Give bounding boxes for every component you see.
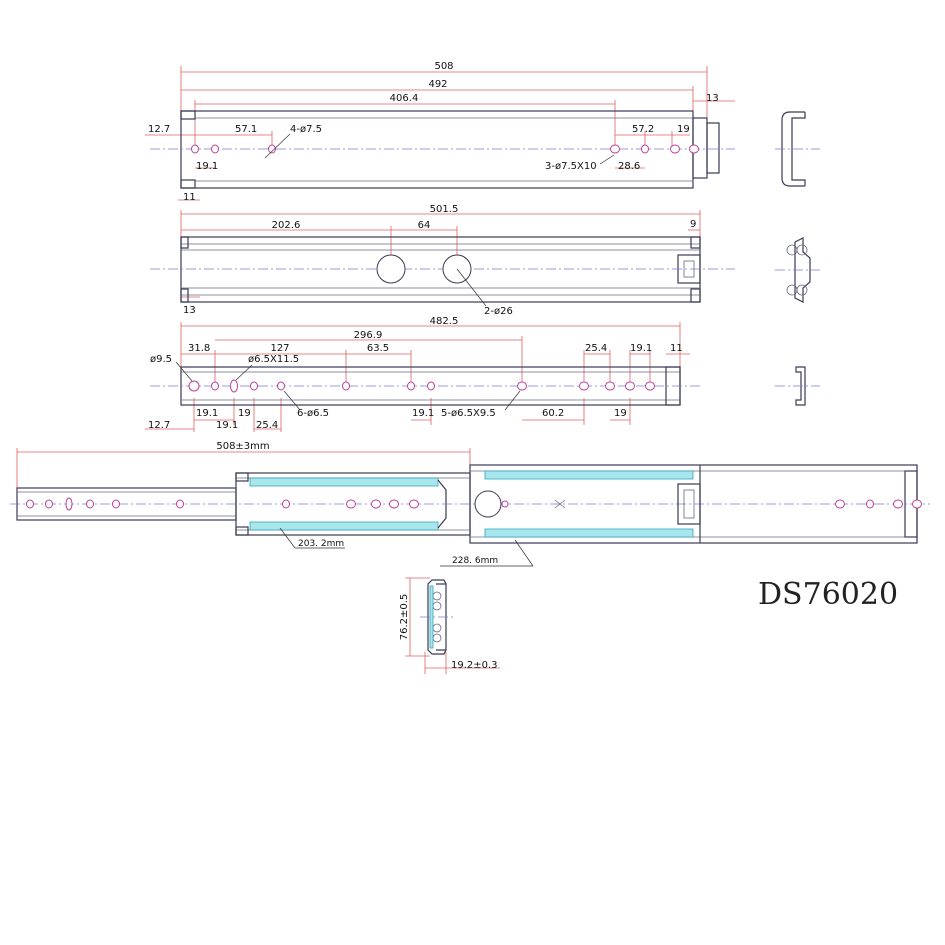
dim-2-holes: 2-ø26 [484, 306, 513, 317]
dim-9: 9 [690, 219, 696, 230]
dim-5-slots: 5-ø6.5X9.5 [441, 408, 496, 419]
dim-127: 127 [270, 343, 289, 354]
dim-11: 11 [183, 192, 196, 203]
dim-19-1-a: 19.1 [196, 408, 218, 419]
dim-13: 13 [706, 93, 719, 104]
dim-406-4: 406.4 [390, 93, 419, 104]
cross-section: 76.2±0.5 19.2±0.3 [399, 577, 500, 674]
dim-slot-6-5x11-5: ø6.5X11.5 [248, 354, 299, 365]
dim-482-5: 482.5 [430, 316, 459, 327]
dim-57-1: 57.1 [235, 124, 257, 135]
dim-501-5: 501.5 [430, 204, 459, 215]
dim-dia-9-5: ø9.5 [150, 354, 172, 365]
dim-3-slots: 3-ø7.5X10 [545, 161, 597, 172]
dim-13: 13 [183, 305, 196, 316]
dim-64: 64 [418, 220, 431, 231]
view-inner-member: 482.5 296.9 127 63.5 31.8 ø9.5 ø6.5X11.5… [145, 316, 820, 432]
dim-25-4-top: 25.4 [585, 343, 607, 354]
dim-width: 19.2±0.3 [451, 660, 498, 671]
dim-19-1-b: 19.1 [216, 420, 238, 431]
dim-12-7: 12.7 [148, 124, 170, 135]
dim-19-1-top: 19.1 [630, 343, 652, 354]
dim-height: 76.2±0.5 [399, 594, 410, 641]
dim-63-5: 63.5 [367, 343, 389, 354]
dim-508: 508 [434, 61, 453, 72]
dim-28-6: 28.6 [618, 161, 640, 172]
dim-508-extension: 508±3mm [216, 441, 269, 452]
dim-19-b: 19 [614, 408, 627, 419]
dim-296-9: 296.9 [354, 330, 383, 341]
dim-19-a: 19 [238, 408, 251, 419]
view-outer-member: 508 492 406.4 13 12.7 57.1 4-ø7.5 57.2 1… [145, 61, 820, 203]
dim-57-2: 57.2 [632, 124, 654, 135]
view-intermediate-member: 202.6 64 501.5 9 13 2-ø26 [150, 204, 820, 317]
dim-203-2: 203. 2mm [298, 539, 344, 549]
dim-11: 11 [670, 343, 683, 354]
dim-19-1: 19.1 [196, 161, 218, 172]
dim-31-8: 31.8 [188, 343, 210, 354]
dim-60-2: 60.2 [542, 408, 564, 419]
dim-19: 19 [677, 124, 690, 135]
dim-202-6: 202.6 [272, 220, 301, 231]
view-extended-assembly: 508±3mm 203. 2mm 228. 6mm [10, 441, 930, 567]
dim-25-4-b: 25.4 [256, 420, 278, 431]
dim-19-1-c: 19.1 [412, 408, 434, 419]
dim-6-holes: 6-ø6.5 [297, 408, 329, 419]
dim-492: 492 [428, 79, 447, 90]
dim-4-holes: 4-ø7.5 [290, 124, 322, 135]
model-number: DS76020 [758, 577, 898, 612]
dim-12-7: 12.7 [148, 420, 170, 431]
dim-228-6: 228. 6mm [452, 556, 498, 566]
